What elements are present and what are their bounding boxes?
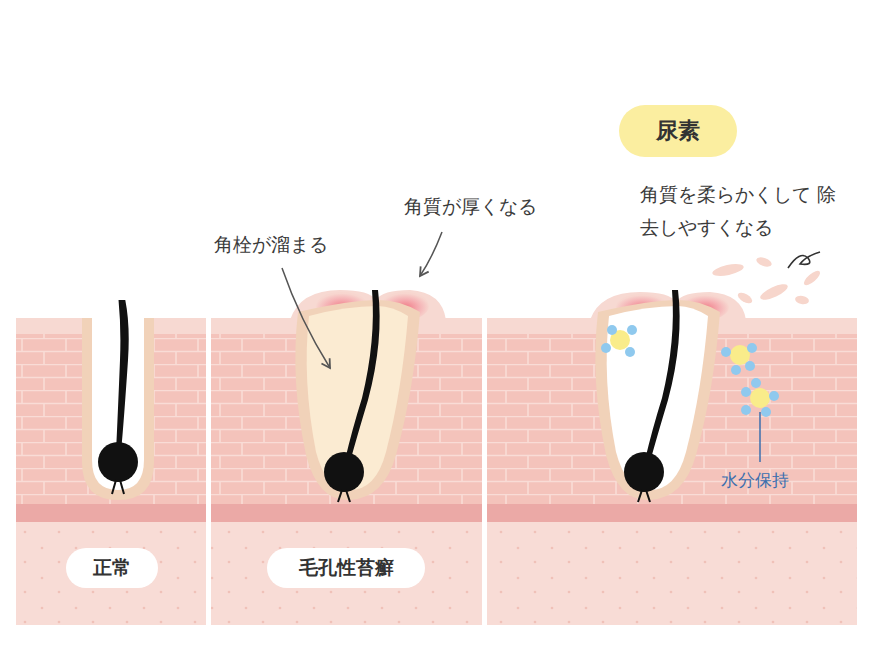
callout-label: 角質が厚くなる [404, 190, 537, 223]
urea-panel [487, 290, 857, 625]
pill-text: 正常 [93, 555, 131, 581]
pill-text: 尿素 [656, 116, 700, 146]
urea-molecule [601, 325, 779, 417]
panel-label-pill: 毛孔性苔癬 [267, 548, 425, 588]
skin-flakes [711, 256, 822, 306]
normal-panel [16, 300, 206, 625]
pill-text: 毛孔性苔癬 [299, 555, 394, 581]
callout-label: 角栓が溜まる [214, 228, 328, 261]
swirl-mark [788, 252, 820, 268]
leader-line [282, 268, 330, 368]
keratosis-panel [211, 290, 482, 625]
moisture-label: 水分保持 [721, 466, 789, 496]
effect-note: 角質を柔らかくして 除去しやすくなる [640, 178, 840, 245]
leader-line [759, 412, 761, 462]
leader-line [420, 232, 442, 276]
title-pill: 尿素 [619, 105, 737, 157]
panel-label-pill: 正常 [66, 548, 158, 588]
